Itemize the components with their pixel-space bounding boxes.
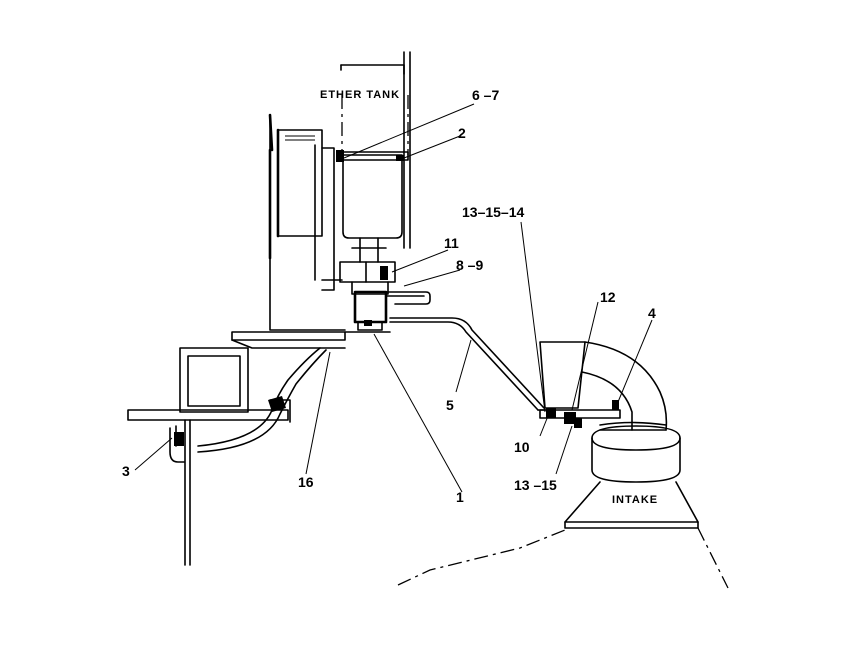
engine-housing bbox=[231, 113, 346, 341]
intake-tube bbox=[564, 425, 699, 529]
valve-assembly bbox=[339, 261, 396, 333]
callout-10: 10 bbox=[514, 439, 530, 455]
callout-4: 4 bbox=[648, 305, 656, 321]
intake-elbow bbox=[539, 341, 668, 431]
callout-13-15-14: 13–15–14 bbox=[462, 204, 525, 220]
callout-6-7: 6 –7 bbox=[472, 87, 499, 103]
callout-12: 12 bbox=[600, 289, 616, 305]
callout-13-15: 13 –15 bbox=[514, 477, 557, 493]
mounting-frame bbox=[340, 51, 411, 249]
callout-16: 16 bbox=[298, 474, 314, 490]
leader-lines bbox=[134, 103, 653, 493]
callout-8-9: 8 –9 bbox=[456, 257, 483, 273]
intake-housing bbox=[397, 527, 729, 589]
callout-3: 3 bbox=[122, 463, 130, 479]
ether-tank bbox=[336, 150, 409, 263]
intake-caption: INTAKE bbox=[612, 494, 658, 506]
flange-plate bbox=[539, 408, 621, 428]
flexible-hose bbox=[197, 347, 327, 453]
callout-5: 5 bbox=[446, 397, 454, 413]
callout-2: 2 bbox=[458, 125, 466, 141]
mount-bracket bbox=[127, 339, 346, 566]
ether-line bbox=[385, 291, 549, 411]
callout-11: 11 bbox=[444, 235, 459, 251]
ether-tank-caption: ETHER TANK bbox=[320, 89, 400, 101]
callout-1: 1 bbox=[456, 489, 464, 505]
